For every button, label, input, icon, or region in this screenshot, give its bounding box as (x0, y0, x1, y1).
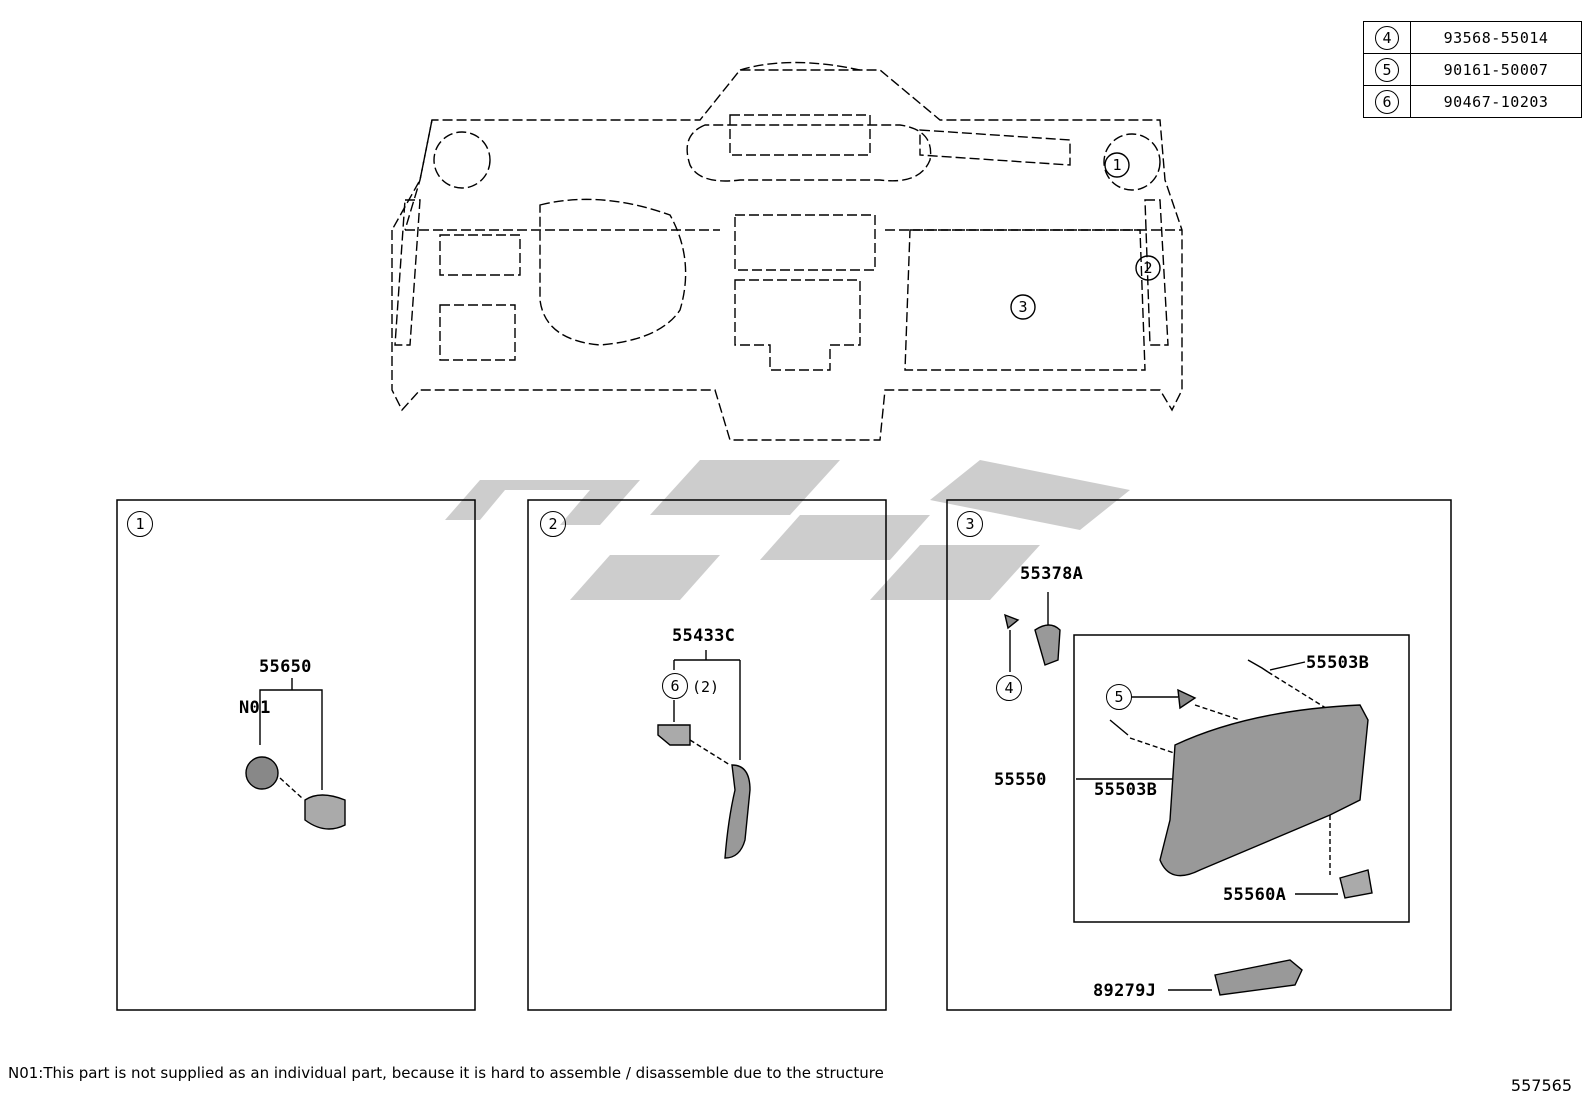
part-label-n01[interactable]: N01 (239, 698, 271, 718)
part-label-55378a[interactable]: 55378A (1020, 564, 1084, 584)
parts-table-row: 6 90467-10203 (1363, 85, 1582, 118)
part-label-89279j[interactable]: 89279J (1093, 981, 1157, 1001)
ref-number: 6 (1375, 89, 1399, 114)
overview-callouts (1010, 152, 1161, 320)
callout-1[interactable]: 1 (1112, 156, 1121, 174)
diagram-id: 557565 (1510, 1076, 1572, 1095)
part-number[interactable]: 90161-50007 (1410, 53, 1582, 86)
part-label-55503b-bottom[interactable]: 55503B (1094, 780, 1158, 800)
panel-1-parts (245, 678, 346, 830)
fastener-ref-4[interactable]: 4 (996, 675, 1022, 701)
part-number[interactable]: 93568-55014 (1410, 21, 1582, 54)
fastener-ref-5[interactable]: 5 (1106, 684, 1132, 710)
watermark-logo (445, 460, 1130, 600)
callout-2[interactable]: 2 (1143, 259, 1152, 277)
part-number[interactable]: 90467-10203 (1410, 85, 1582, 118)
part-label-55560a[interactable]: 55560A (1223, 885, 1287, 905)
part-label-55503b-top[interactable]: 55503B (1306, 653, 1370, 673)
parts-table: 4 93568-55014 5 90161-50007 6 90467-1020… (1363, 21, 1582, 118)
panel-3-parts (1004, 592, 1373, 996)
parts-table-row: 5 90161-50007 (1363, 53, 1582, 86)
part-label-55433c[interactable]: 55433C (672, 626, 736, 646)
ref-number: 5 (1375, 57, 1399, 82)
panel-2-parts (657, 650, 751, 859)
panel-1-frame (116, 499, 476, 1011)
part-label-55550[interactable]: 55550 (994, 770, 1047, 790)
glove-box-subframe (1073, 634, 1410, 923)
panel-ref-3[interactable]: 3 (957, 511, 983, 537)
quantity-label: (2) (692, 678, 720, 696)
callout-3[interactable]: 3 (1018, 298, 1027, 316)
fastener-ref-6[interactable]: 6 (662, 673, 688, 699)
dashboard-overview (391, 61, 1183, 441)
part-label-55650[interactable]: 55650 (259, 657, 312, 677)
ref-number: 4 (1375, 25, 1399, 50)
footnote: N01:This part is not supplied as an indi… (8, 1064, 884, 1082)
panel-3-frame (946, 499, 1452, 1011)
panel-ref-1[interactable]: 1 (127, 511, 153, 537)
panel-2-frame (527, 499, 887, 1011)
parts-table-row: 4 93568-55014 (1363, 21, 1582, 54)
panel-ref-2[interactable]: 2 (540, 511, 566, 537)
